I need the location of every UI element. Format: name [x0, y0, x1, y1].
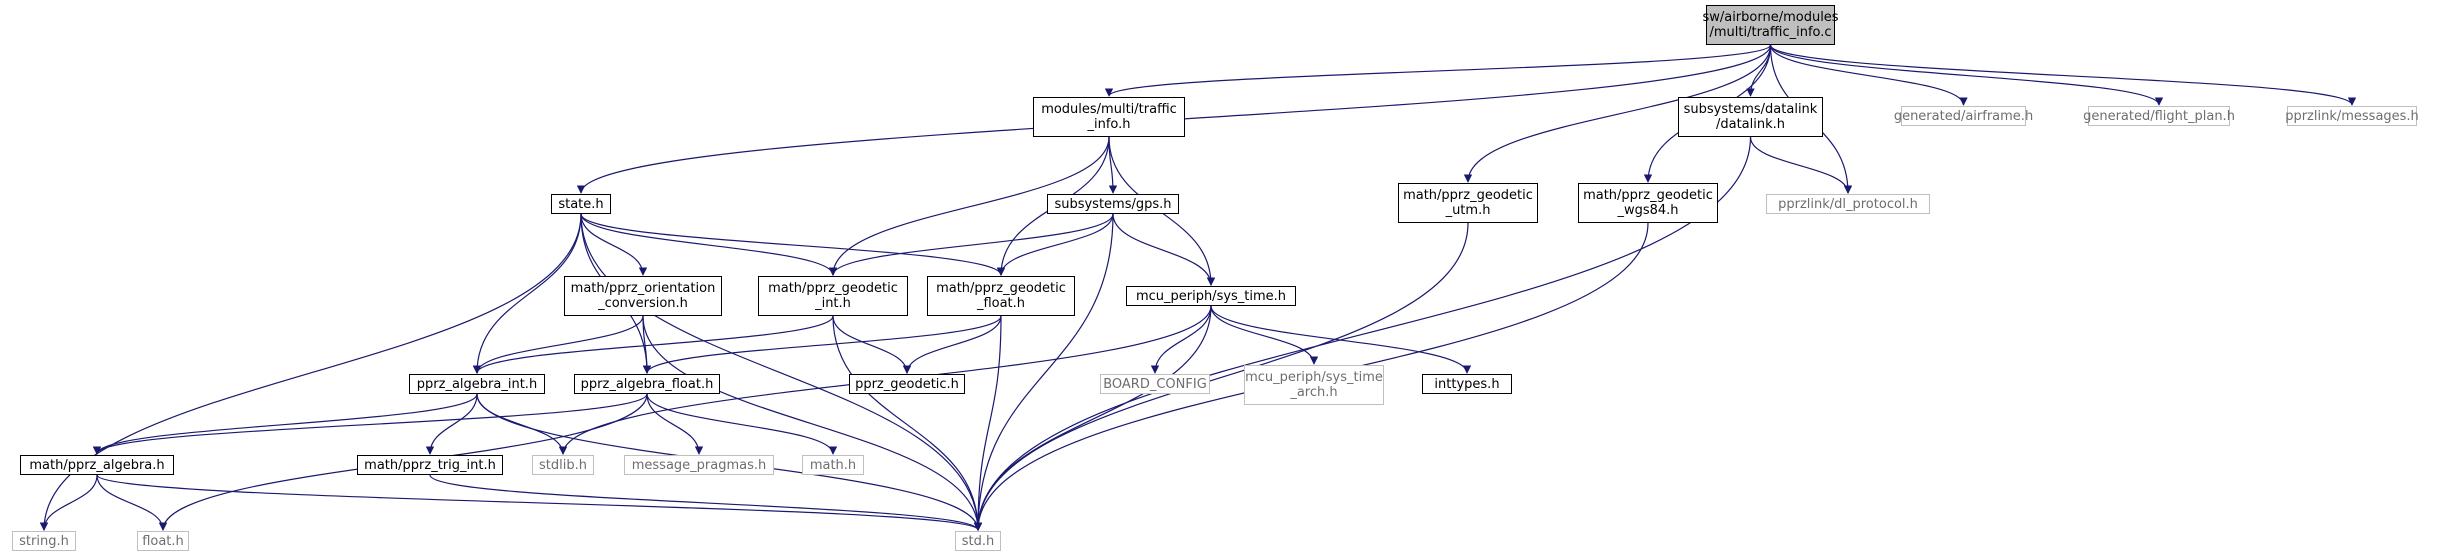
edge-gps_h-to-geo_float_h — [996, 213, 1114, 276]
node-std-h: std.h — [955, 531, 1001, 551]
edge-algebra_h-to-std_h — [96, 474, 982, 531]
edge-geo_float_h-to-alg_float_h — [642, 315, 1002, 374]
edge-sys_time_h-to-std_h — [973, 305, 1212, 531]
node-pprz-geodetic-h[interactable]: pprz_geodetic.h — [849, 374, 965, 394]
edge-datalink_h-to-dl_protocol_h — [1749, 136, 1853, 194]
edge-geo_int_h-to-alg_int_h — [472, 315, 834, 374]
node-dl-protocol-h: pprzlink/dl_protocol.h — [1766, 194, 1930, 214]
edge-orient_h-to-alg_int_h — [472, 315, 644, 374]
edge-traffic_info_c-to-flight_plan_h — [1769, 44, 2164, 106]
edge-utm_h-to-std_h — [973, 222, 1469, 531]
edge-gps_h-to-std_h — [973, 213, 1114, 531]
edge-traffic_info_c-to-utm_h — [1463, 44, 1772, 183]
edge-alg_float_h-to-algebra_h — [92, 393, 648, 455]
edge-alg_int_h-to-trig_int_h — [425, 393, 478, 455]
node-state-h[interactable]: state.h — [551, 194, 611, 214]
node-stdlib-h: stdlib.h — [532, 455, 594, 475]
node-math-h: math.h — [802, 455, 864, 475]
edge-state_h-to-orient_h — [580, 213, 648, 276]
edge-state_h-to-std_h — [580, 213, 983, 531]
node-messages-h: pprzlink/messages.h — [2285, 106, 2419, 126]
edge-orient_h-to-std_h — [642, 315, 983, 531]
node-pprz-trig-int-h[interactable]: math/pprz_trig_int.h — [357, 455, 503, 475]
edge-state_h-to-geo_float_h — [580, 213, 1006, 276]
node-string-h: string.h — [12, 531, 76, 551]
edge-geo_int_h-to-std_h — [832, 315, 983, 531]
node-pprz-geodetic-wgs84-h[interactable]: math/pprz_geodetic _wgs84.h — [1578, 183, 1718, 223]
node-float-h: float.h — [137, 531, 189, 551]
node-pprz-algebra-int-h[interactable]: pprz_algebra_int.h — [409, 374, 545, 394]
node-airframe-h: generated/airframe.h — [1894, 106, 2033, 126]
node-datalink-h[interactable]: subsystems/datalink /datalink.h — [1678, 97, 1823, 137]
node-board-config: BOARD_CONFIG — [1100, 374, 1210, 394]
edge-traffic_info_h-to-geo_int_h — [828, 136, 1110, 276]
node-sys-time-h[interactable]: mcu_periph/sys_time.h — [1126, 286, 1296, 306]
node-inttypes-h[interactable]: inttypes.h — [1422, 374, 1512, 394]
edge-state_h-to-geo_int_h — [580, 213, 838, 276]
node-message-pragmas-h: message_pragmas.h — [624, 455, 774, 475]
node-traffic-info-c[interactable]: sw/airborne/modules /multi/traffic_info.… — [1702, 5, 1839, 45]
edge-traffic_info_c-to-messages_h — [1769, 44, 2357, 106]
edge-gps_h-to-geo_int_h — [828, 213, 1114, 276]
edge-algebra_h-to-string_h — [39, 474, 98, 531]
edge-traffic_info_c-to-traffic_info_h — [1105, 44, 1772, 97]
node-pprz-geodetic-float-h[interactable]: math/pprz_geodetic _float.h — [927, 276, 1075, 316]
node-pprz-algebra-h[interactable]: math/pprz_algebra.h — [20, 455, 174, 475]
edge-geo_float_h-to-geodetic_h — [902, 315, 1002, 374]
edge-alg_float_h-to-math_h — [646, 393, 838, 455]
edge-gps_h-to-sys_time_h — [1112, 213, 1216, 286]
edge-state_h-to-alg_int_h — [472, 213, 582, 374]
node-pprz-algebra-float-h[interactable]: pprz_algebra_float.h — [574, 374, 720, 394]
node-traffic-info-h[interactable]: modules/multi/traffic _info.h — [1033, 97, 1185, 137]
edge-alg_int_h-to-algebra_h — [92, 393, 478, 455]
edge-traffic_info_c-to-airframe_h — [1769, 44, 1968, 106]
edge-trig_int_h-to-std_h — [429, 474, 983, 531]
node-sys-time-arch-h: mcu_periph/sys_time _arch.h — [1244, 365, 1384, 405]
edge-alg_float_h-to-msg_pragmas_h — [646, 393, 704, 455]
node-gps-h[interactable]: subsystems/gps.h — [1047, 194, 1179, 214]
edge-traffic_info_c-to-datalink_h — [1746, 44, 1772, 97]
edge-geo_int_h-to-geodetic_h — [832, 315, 912, 374]
edge-sys_time_h-to-sys_time_arch_h — [1210, 305, 1319, 365]
edge-sys_time_h-to-inttypes_h — [1210, 305, 1472, 374]
edge-sys_time_h-to-board_config — [1150, 305, 1212, 374]
node-pprz-geodetic-utm-h[interactable]: math/pprz_geodetic _utm.h — [1398, 183, 1538, 223]
node-pprz-geodetic-int-h[interactable]: math/pprz_geodetic _int.h — [758, 276, 908, 316]
node-pprz-orientation-conversion-h[interactable]: math/pprz_orientation _conversion.h — [564, 276, 722, 316]
edge-geo_float_h-to-std_h — [973, 315, 1002, 531]
node-flight-plan-h: generated/flight_plan.h — [2083, 106, 2235, 126]
edge-algebra_h-to-float_h — [96, 474, 168, 531]
